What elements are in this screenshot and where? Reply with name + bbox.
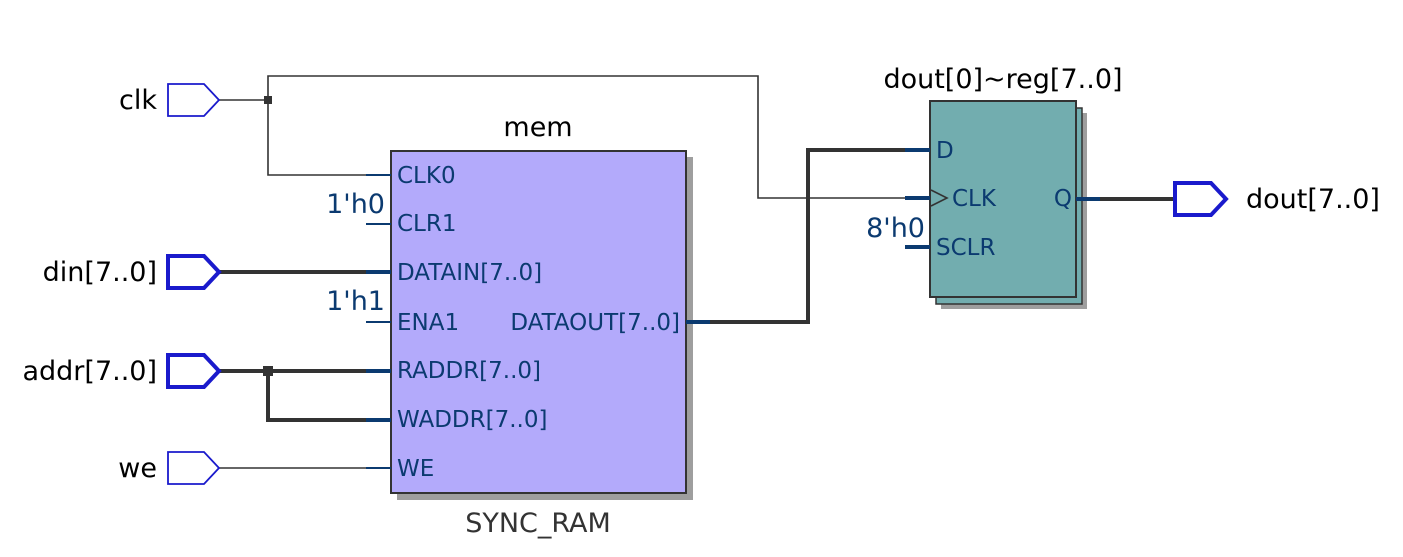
port-label-ena1: ENA1 (397, 310, 459, 336)
port-label-clr1: CLR1 (397, 211, 457, 237)
input-bus-pin-icon (166, 353, 222, 389)
port-label-raddr: RADDR[7..0] (397, 358, 541, 384)
port-label-clk: CLK (952, 186, 997, 212)
wire-clk-to-mem (219, 99, 390, 176)
reg-instance-name: dout[0]~reg[7..0] (883, 64, 1122, 95)
wire-dataout-to-d (687, 148, 905, 324)
input-pin-we[interactable]: we (118, 451, 221, 485)
input-bus-pin-icon (166, 254, 222, 290)
wires (219, 75, 1175, 469)
port-label-sclr: SCLR (936, 235, 995, 261)
clock-edge-icon (930, 189, 949, 207)
junction-clk (264, 96, 272, 104)
port-label-we: WE (397, 456, 434, 482)
port-label-d: D (936, 138, 954, 164)
output-bus-pin-icon (1173, 181, 1229, 217)
port-label-dataout: DATAOUT[7..0] (510, 310, 680, 336)
port-label-q: Q (1054, 186, 1072, 212)
pin-label-clk: clk (119, 85, 157, 116)
port-label-clk0: CLK0 (397, 163, 456, 189)
pin-label-we: we (118, 453, 157, 484)
const-value-sclr: 8'h0 (866, 213, 925, 244)
input-pin-icon (167, 451, 221, 485)
pin-label-din: din[7..0] (43, 257, 157, 288)
pin-label-addr: addr[7..0] (22, 356, 157, 387)
ram-type-name: SYNC_RAM (465, 508, 611, 539)
input-pin-icon (167, 83, 221, 117)
input-pin-addr[interactable]: addr[7..0] (22, 353, 222, 389)
input-pin-din[interactable]: din[7..0] (43, 254, 222, 290)
input-pin-clk[interactable]: clk (119, 83, 221, 117)
junction-addr (263, 366, 273, 376)
register-block[interactable]: dout[0]~reg[7..0] D CLK SCLR Q 8'h0 (866, 64, 1123, 309)
ram-block[interactable]: mem SYNC_RAM CLK0 CLR1 DATAIN[7..0] ENA1… (326, 112, 710, 539)
const-value-clr1: 1'h0 (326, 189, 385, 220)
const-value-ena1: 1'h1 (326, 286, 385, 317)
port-label-waddr: WADDR[7..0] (397, 407, 547, 433)
port-label-datain: DATAIN[7..0] (397, 260, 542, 286)
ram-body (390, 150, 687, 494)
output-pin-dout[interactable]: dout[7..0] (1173, 181, 1380, 217)
wire-addr-waddr (266, 371, 390, 422)
ram-instance-name: mem (503, 112, 572, 143)
pin-label-dout: dout[7..0] (1246, 184, 1380, 215)
